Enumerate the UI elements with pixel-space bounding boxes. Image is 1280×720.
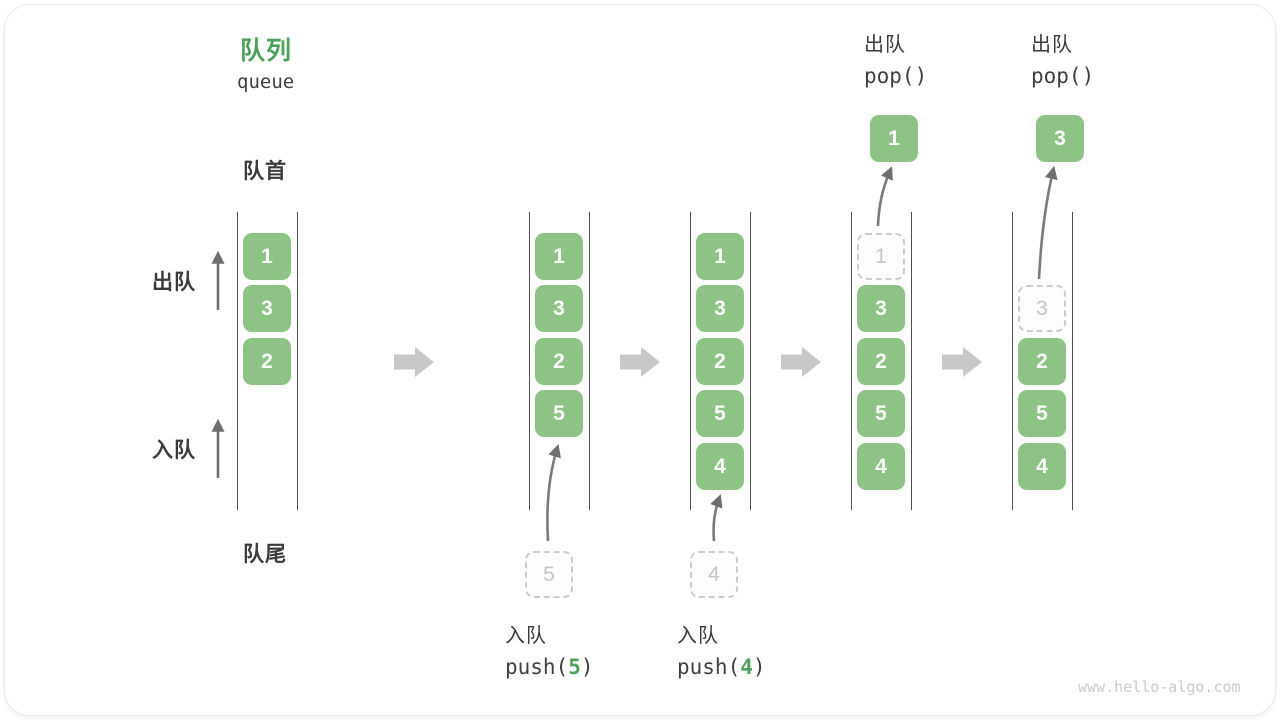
queue-container <box>237 212 298 510</box>
queue-element: 4 <box>696 443 744 490</box>
queue-element: 4 <box>857 443 905 490</box>
queue-element: 5 <box>696 390 744 437</box>
queue-element: 2 <box>857 338 905 385</box>
queue-front-label: 队首 <box>243 160 287 183</box>
operation-push-5: 入队 push(5) <box>505 619 594 679</box>
popped-element: 1 <box>870 115 918 162</box>
popped-element: 3 <box>1036 115 1084 162</box>
queue-element: 3 <box>696 285 744 332</box>
queue-container <box>851 212 912 510</box>
operation-pop-1: 出队 pop() <box>864 28 927 88</box>
removed-element: 3 <box>1018 285 1066 332</box>
code-close: ) <box>752 655 766 679</box>
staged-element: 4 <box>690 551 738 598</box>
queue-element: 3 <box>535 285 583 332</box>
code-fn: push( <box>505 655 569 679</box>
queue-element: 5 <box>857 390 905 437</box>
dequeue-direction-label: 出队 <box>152 271 196 294</box>
code-arg: 4 <box>740 655 753 679</box>
operation-label: 出队 <box>864 34 906 56</box>
enqueue-direction-label: 入队 <box>152 439 196 462</box>
queue-element: 1 <box>535 233 583 280</box>
operation-pop-3: 出队 pop() <box>1031 28 1094 88</box>
queue-element: 2 <box>696 338 744 385</box>
queue-element: 2 <box>1018 338 1066 385</box>
queue-element: 2 <box>535 338 583 385</box>
queue-container <box>1012 212 1073 510</box>
figure-title: 队列 <box>240 37 293 65</box>
operation-code: pop() <box>1031 64 1095 88</box>
queue-container <box>690 212 751 510</box>
queue-element: 3 <box>243 285 291 332</box>
operation-code: push(4) <box>677 655 766 679</box>
code-arg: 5 <box>568 655 581 679</box>
queue-element: 3 <box>857 285 905 332</box>
figure-card <box>4 4 1276 716</box>
queue-element: 5 <box>1018 390 1066 437</box>
operation-label: 入队 <box>677 625 719 647</box>
queue-rear-label: 队尾 <box>243 543 287 566</box>
queue-element: 4 <box>1018 443 1066 490</box>
staged-element: 5 <box>525 551 573 598</box>
queue-element: 5 <box>535 390 583 437</box>
watermark: www.hello-algo.com <box>1078 678 1241 696</box>
code-close: ) <box>580 655 594 679</box>
figure-subtitle: queue <box>237 71 295 93</box>
queue-element: 1 <box>696 233 744 280</box>
operation-label: 入队 <box>505 625 547 647</box>
operation-label: 出队 <box>1031 34 1073 56</box>
queue-element: 1 <box>243 233 291 280</box>
operation-code: push(5) <box>505 655 594 679</box>
operation-code: pop() <box>864 64 928 88</box>
queue-element: 2 <box>243 338 291 385</box>
removed-element: 1 <box>857 233 905 280</box>
code-fn: push( <box>677 655 741 679</box>
queue-container <box>529 212 590 510</box>
operation-push-4: 入队 push(4) <box>677 619 766 679</box>
